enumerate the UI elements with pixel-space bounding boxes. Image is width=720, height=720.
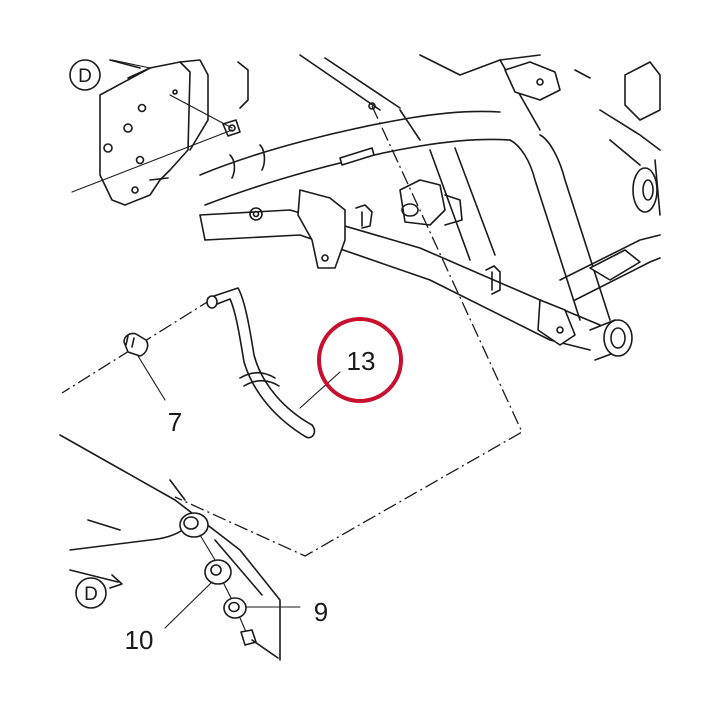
lower-bolt: [240, 629, 279, 659]
lower-cover-panel: [59, 434, 281, 661]
bolt-axis-line: [169, 94, 233, 129]
grommet: [179, 512, 216, 561]
callout-13-leader: [299, 371, 341, 409]
collar-10: [164, 559, 233, 629]
breather-hose: [206, 287, 316, 439]
frame-assembly: [99, 54, 661, 361]
callout-13: 13: [347, 346, 376, 376]
view-marker-top: D: [69, 59, 151, 91]
callout-10: 10: [125, 625, 154, 655]
view-marker-bottom: D: [69, 569, 123, 609]
washer-9: [223, 597, 301, 633]
callout-9: 9: [314, 597, 328, 627]
highlight-circle: [317, 317, 403, 403]
view-marker-bottom-label: D: [84, 584, 98, 605]
bolt-leader-line: [71, 129, 233, 193]
hose-clip-7: [123, 332, 166, 401]
callout-7: 7: [168, 407, 182, 437]
view-marker-top-label: D: [78, 66, 92, 87]
assembly-center-lines: [61, 105, 523, 557]
